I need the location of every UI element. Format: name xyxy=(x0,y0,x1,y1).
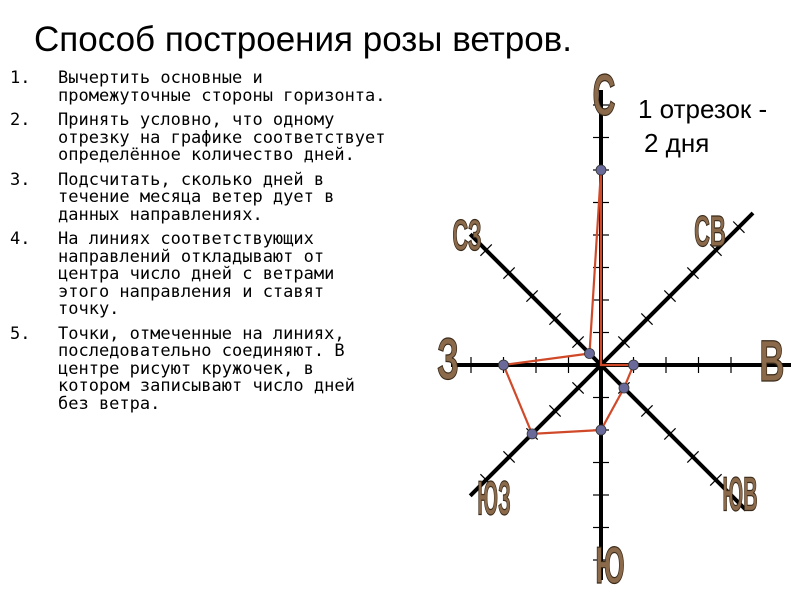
wind-point-nw xyxy=(584,348,595,359)
tick-nw xyxy=(479,243,493,257)
axis-ne xyxy=(599,211,755,367)
tick-sw xyxy=(571,381,585,395)
step-number: 4. xyxy=(10,229,31,249)
tick-ne xyxy=(709,243,723,257)
tick-ne xyxy=(663,289,677,303)
tick-sw xyxy=(548,404,562,418)
wind-point-w xyxy=(498,359,509,371)
tick-ne xyxy=(686,266,700,280)
tick-se xyxy=(640,404,654,418)
step-number: 3. xyxy=(10,169,31,190)
direction-labels: С СВ В ЮВ Ю ЮЗ З СЗ xyxy=(437,62,785,594)
tick-nw xyxy=(548,312,562,326)
direction-label-n: С xyxy=(592,63,615,127)
page-title: Способ построения розы ветров. xyxy=(34,20,572,59)
step-text: Точки, отмеченные на линиях, последовате… xyxy=(58,323,355,414)
segment-ticks xyxy=(470,104,765,561)
direction-label-nw: СЗ xyxy=(452,212,481,260)
wind-point-s xyxy=(595,424,607,436)
tick-se xyxy=(686,450,700,464)
tick-nw xyxy=(571,335,585,349)
tick-ne xyxy=(732,221,745,234)
step-item: 4. На линиях соответствующих направлений … xyxy=(10,229,395,319)
tick-sw xyxy=(502,450,516,464)
step-text: Вычертить основные и промежуточные сторо… xyxy=(58,68,386,106)
direction-label-ne: СВ xyxy=(694,208,726,256)
step-number: 1. xyxy=(10,68,31,88)
step-item: 1. Вычертить основные и промежуточные сто… xyxy=(10,68,395,106)
wind-polygon xyxy=(501,169,636,436)
scale-note-line1: 1 отрезок - xyxy=(638,94,768,124)
wind-point-e xyxy=(628,359,639,371)
tick-ne xyxy=(640,312,654,326)
tick-sw xyxy=(479,473,493,487)
step-text: На линиях соответствующих направлений от… xyxy=(58,229,335,319)
step-item: 3. Подсчитать, сколько дней в течение мес… xyxy=(10,169,395,225)
tick-se xyxy=(663,427,677,441)
step-item: 5. Точки, отмеченные на линиях, последова… xyxy=(10,323,395,414)
tick-se xyxy=(709,473,723,487)
step-item: 2. Принять условно, что одному отрезку на… xyxy=(10,110,395,165)
wind-point-sw xyxy=(526,428,538,440)
step-number: 2. xyxy=(10,110,31,130)
step-text: Принять условно, что одному отрезку на г… xyxy=(58,110,386,165)
tick-ne xyxy=(617,335,631,349)
direction-label-sw: ЮЗ xyxy=(477,471,510,524)
axis-nw xyxy=(468,232,603,367)
wind-point-se xyxy=(618,382,630,394)
direction-label-w: З xyxy=(437,328,459,392)
tick-nw xyxy=(502,266,516,280)
wind-point-n xyxy=(595,164,607,176)
step-text: Подсчитать, сколько дней в течение месяц… xyxy=(58,169,335,225)
wind-points xyxy=(498,164,639,440)
scale-note-line2: 2 дня xyxy=(644,128,710,158)
direction-label-s: Ю xyxy=(595,536,624,594)
wind-polygon-line xyxy=(501,169,636,436)
steps-list: 1. Вычертить основные и промежуточные сто… xyxy=(10,68,395,420)
tick-nw xyxy=(525,289,539,303)
step-number: 5. xyxy=(10,323,31,344)
direction-label-se: ЮВ xyxy=(722,467,757,520)
scale-note: 1 отрезок - 2 дня xyxy=(638,92,767,160)
direction-label-e: В xyxy=(759,330,784,394)
